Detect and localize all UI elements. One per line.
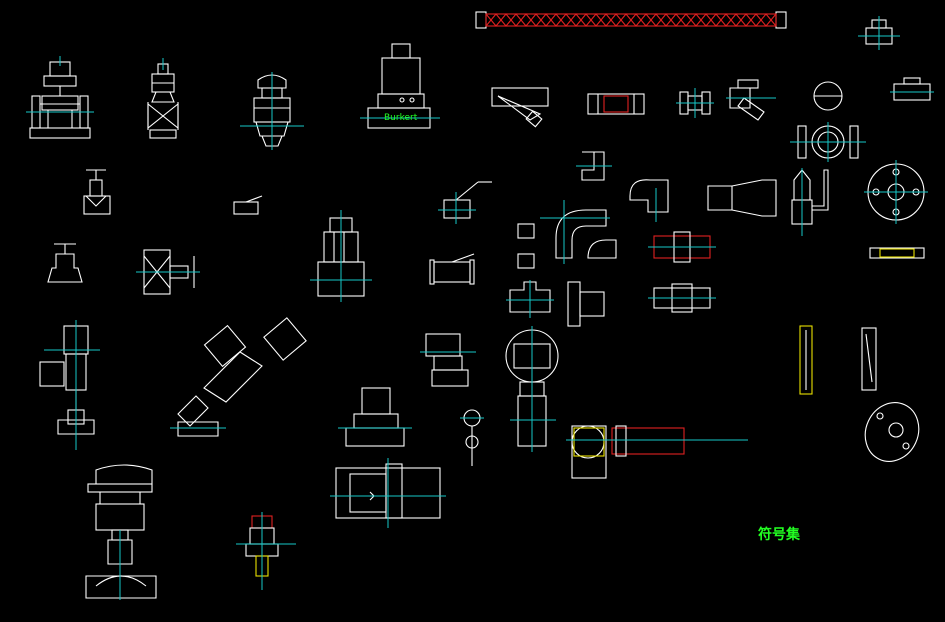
socket-fittings-symbol bbox=[506, 223, 554, 318]
ball-valve-top-symbol bbox=[890, 77, 934, 101]
level-gauge-symbol bbox=[861, 327, 877, 391]
inline-solenoid-valve-symbol bbox=[338, 387, 412, 447]
braided-hose-symbol bbox=[475, 11, 787, 29]
positioner-control-valve-symbol bbox=[39, 320, 100, 450]
tee-fitting-symbol bbox=[567, 281, 605, 327]
angle-valve-symbol bbox=[726, 79, 776, 121]
angle-seat-valve-symbol bbox=[170, 317, 307, 437]
gate-valve-small-symbol bbox=[47, 243, 83, 283]
sight-glass-symbol bbox=[587, 93, 645, 115]
pipe-flange-isometric-symbol bbox=[864, 402, 920, 462]
burkert-solenoid-valve-symbol bbox=[360, 43, 440, 129]
pipe-reducer-symbol bbox=[707, 179, 777, 217]
drawing-title-text: 符号集 bbox=[758, 527, 800, 543]
pneumatic-globe-valve-symbol bbox=[85, 464, 157, 600]
pipe-tee-section-symbol bbox=[566, 425, 748, 479]
electric-actuator-valve-symbol bbox=[310, 210, 372, 302]
pipe-union-symbol bbox=[648, 283, 716, 313]
threaded-ball-valve-symbol bbox=[438, 181, 492, 224]
lever-ball-valve-symbol bbox=[233, 195, 263, 215]
flanged-globe-symbol bbox=[790, 81, 866, 162]
burkert-brand-label: Burkert bbox=[384, 113, 418, 123]
flow-meter-symbol bbox=[330, 458, 446, 528]
pipe-elbow-small-symbol bbox=[576, 151, 612, 181]
pipe-union-fitting-symbol bbox=[858, 16, 900, 50]
flanged-ball-valve-symbol bbox=[429, 253, 475, 285]
solenoid-valve-small-symbol bbox=[420, 333, 476, 387]
flat-gasket-symbol bbox=[869, 247, 925, 259]
y-strainer-symbol bbox=[491, 87, 549, 128]
elbow-90-small-symbol bbox=[587, 239, 617, 259]
thermowell-symbol bbox=[236, 512, 296, 590]
globe-stop-valve-symbol bbox=[83, 169, 111, 215]
wafer-check-valve-symbol bbox=[676, 88, 714, 118]
pressure-gauge-symbol bbox=[460, 409, 484, 466]
check-valve-symbol bbox=[240, 72, 304, 150]
pipe-elbow-90-symbol bbox=[540, 200, 610, 264]
pipe-flange-front-symbol bbox=[864, 160, 928, 224]
diaphragm-control-valve-symbol bbox=[26, 56, 94, 139]
transmitter-symbol bbox=[505, 326, 559, 452]
hex-nipple-symbol bbox=[648, 231, 716, 263]
pipe-elbow-45-symbol bbox=[629, 179, 669, 222]
butterfly-valve-symbol bbox=[136, 249, 200, 295]
sampling-valve-symbol bbox=[791, 168, 829, 236]
pressure-regulator-valve-symbol bbox=[147, 58, 179, 139]
sight-glass-vertical-symbol bbox=[799, 325, 813, 395]
